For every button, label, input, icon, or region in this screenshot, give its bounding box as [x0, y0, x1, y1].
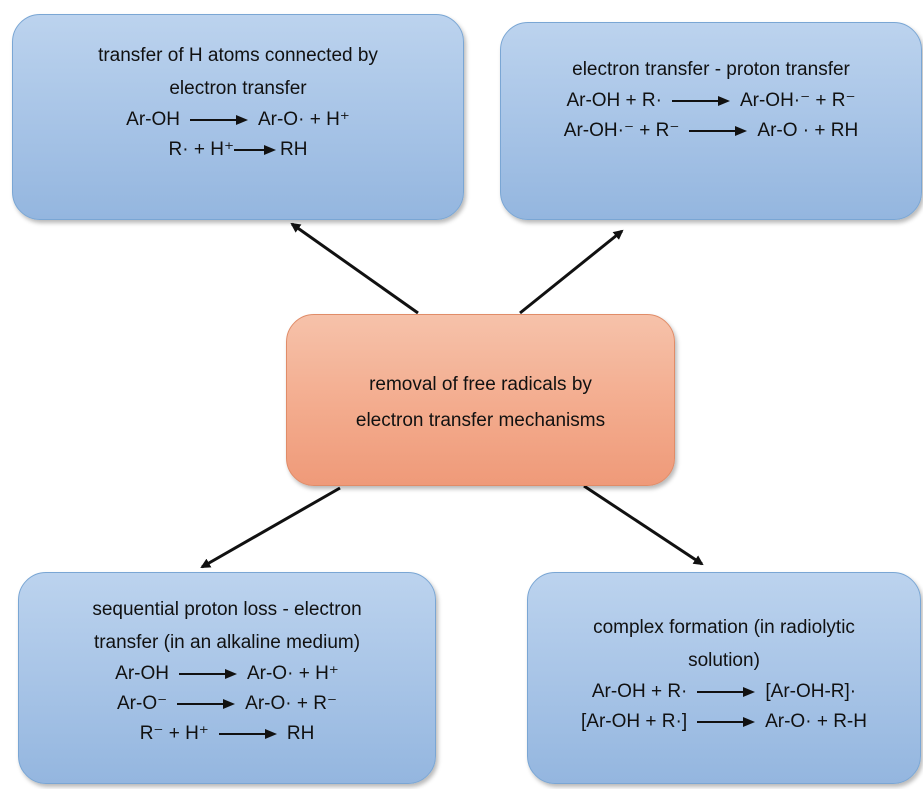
equation-products: RH [280, 139, 308, 160]
equation-row: Ar-OH·⁻ + R⁻ Ar-O · + RH [501, 116, 921, 146]
arrow-to-bottom-left [200, 486, 341, 569]
equation-products: Ar-O· + H⁺ [257, 109, 350, 130]
reaction-arrow-icon [218, 729, 277, 739]
equation-products: Ar-O · + RH [757, 120, 859, 141]
reaction-arrow-icon [689, 126, 748, 136]
box-title-line-2: transfer (in an alkaline medium) [93, 632, 361, 653]
reaction-arrow-icon [178, 669, 237, 679]
arrow-to-bottom-right [583, 484, 704, 566]
box-title-line-2: solution) [688, 650, 760, 671]
box-electron-proton-transfer: electron transfer - proton transfer Ar-O… [500, 22, 922, 220]
equation-reactants: Ar-O⁻ [117, 693, 168, 714]
equation-row: Ar-OH Ar-O· + H⁺ [13, 105, 463, 135]
box-title-line-2: electron transfer [169, 78, 307, 99]
center-title-line-2: electron transfer mechanisms [355, 410, 606, 431]
reaction-arrow-icon [234, 145, 276, 155]
equation-reactants: Ar-OH + R· [566, 90, 662, 111]
reaction-arrow-icon [177, 699, 236, 709]
box-title-line-1: complex formation (in radiolytic [593, 617, 855, 638]
box-central-concept: removal of free radicals by electron tra… [286, 314, 675, 486]
equation-reactants: Ar-OH + R· [591, 681, 688, 702]
reaction-arrow-icon [697, 717, 756, 727]
equation-row: [Ar-OH + R·] Ar-O· + R-H [528, 707, 920, 737]
equation-reactants: Ar-OH·⁻ + R⁻ [563, 120, 680, 141]
equation-products: RH [286, 723, 315, 744]
equation-row: Ar-OH + R· [Ar-OH-R]· [528, 677, 920, 707]
equation-row: R⁻ + H⁺ RH [19, 719, 435, 749]
equation-row: Ar-OH Ar-O· + H⁺ [19, 659, 435, 689]
box-sequential-proton-loss: sequential proton loss - electron transf… [18, 572, 436, 784]
reaction-arrow-icon [189, 115, 248, 125]
arrow-to-top-right [519, 229, 624, 315]
equation-products: [Ar-OH-R]· [765, 681, 857, 702]
reaction-arrow-icon [671, 96, 730, 106]
box-title-line-1: transfer of H atoms connected by [98, 45, 378, 66]
equation-row: Ar-OH + R· Ar-OH·⁻ + R⁻ [501, 86, 921, 116]
equation-products: Ar-O· + R⁻ [245, 693, 337, 714]
box-h-atom-transfer: transfer of H atoms connected by electro… [12, 14, 464, 220]
box-title-line-1: sequential proton loss - electron [92, 599, 362, 620]
box-title-line-1: electron transfer - proton transfer [572, 59, 850, 80]
equation-row: R· + H⁺ RH [13, 135, 463, 165]
equation-products: Ar-OH·⁻ + R⁻ [739, 90, 856, 111]
box-complex-formation: complex formation (in radiolytic solutio… [527, 572, 921, 784]
equation-reactants: R· + H⁺ [168, 139, 234, 160]
equation-reactants: Ar-OH [126, 109, 180, 130]
equation-reactants: Ar-OH [115, 663, 169, 684]
arrow-to-top-left [290, 222, 419, 315]
equation-reactants: R⁻ + H⁺ [139, 723, 209, 744]
equation-products: Ar-O· + H⁺ [246, 663, 339, 684]
equation-reactants: [Ar-OH + R·] [581, 711, 688, 732]
center-title-line-1: removal of free radicals by [369, 374, 592, 395]
equation-row: Ar-O⁻ Ar-O· + R⁻ [19, 689, 435, 719]
reaction-arrow-icon [697, 687, 756, 697]
equation-products: Ar-O· + R-H [765, 711, 867, 732]
